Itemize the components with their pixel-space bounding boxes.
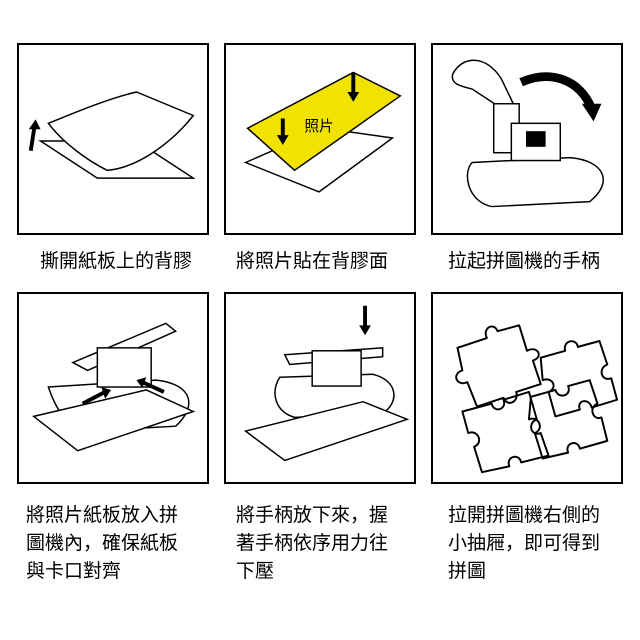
puzzle-piece-3 [461,390,550,474]
photo-board [32,389,196,452]
up-arrow-icon [28,124,37,152]
insert-board-illustration [32,322,196,452]
raise-handle-illustration [451,59,604,208]
step6-panel [431,292,623,484]
step2-panel: 照片 [224,43,416,235]
curved-arrow-icon [519,72,596,111]
arrow-left-icon [141,380,165,394]
arrow-right-icon [81,390,107,406]
step3-caption: 拉起拼圖機的手柄 [448,250,601,272]
step2-caption: 將照片貼在背膠面 [236,250,389,272]
step4-caption: 將照片紙板放入拼 圖機內，確保紙板 與卡口對齊 [26,504,179,582]
peel-backing-illustration [28,91,196,179]
puzzle-piece-1 [455,324,542,408]
photo-sheet [246,71,402,172]
step5-panel [224,292,416,484]
photo-label: 照片 [304,118,333,135]
machine-base [466,156,604,208]
puzzle-piece-2 [539,340,619,418]
cutter [526,131,546,147]
stick-photo-illustration: 照片 [243,71,402,193]
puzzle-piece-4 [527,379,609,460]
step3-panel [431,43,623,235]
press-box [311,350,362,387]
step1-panel [17,43,209,235]
step5-caption: 將手柄放下來，握 著手柄依序用力往 下壓 [236,504,389,582]
peeled-sheet [47,91,195,172]
press-down-illustration [243,305,410,462]
puzzle-pieces [455,324,619,474]
photo-board [243,400,410,462]
step4-panel [17,292,209,484]
step6-caption: 拉開拼圖機右側的 小抽屜，即可得到 拼圖 [448,504,601,582]
puzzle-pieces-illustration [455,324,619,474]
step1-caption: 撕開紙板上的背膠 [40,250,193,272]
